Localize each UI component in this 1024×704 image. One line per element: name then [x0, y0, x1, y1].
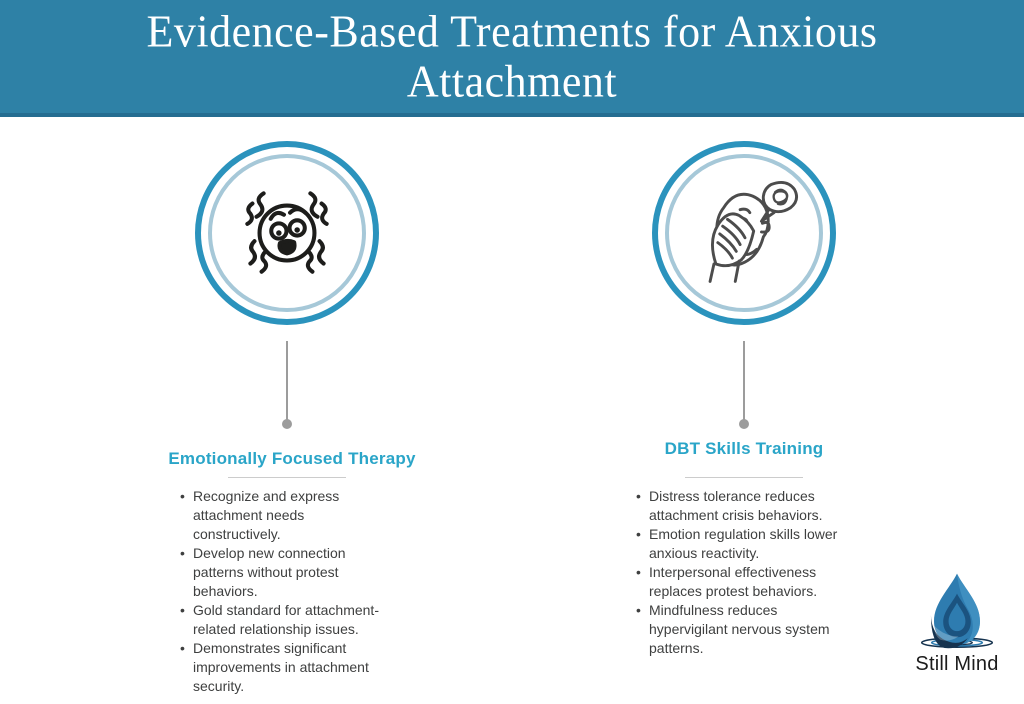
left-connector-dot	[282, 419, 292, 429]
right-connector-dot	[739, 419, 749, 429]
bullet-item: Mindfulness reduces hypervigilant nervou…	[635, 601, 849, 658]
bullet-item: Gold standard for attachment-related rel…	[179, 601, 393, 639]
left-icon-ring	[208, 154, 366, 312]
bullet-item: Distress tolerance reduces attachment cr…	[635, 487, 849, 525]
page-title: Evidence-Based Treatments for Anxious At…	[146, 5, 878, 107]
bullet-item: Demonstrates significant improvements in…	[179, 639, 393, 696]
water-drop-logo	[896, 572, 1018, 652]
left-column-heading: Emotionally Focused Therapy	[168, 449, 416, 468]
left-icon-badge	[195, 141, 379, 325]
right-connector-line	[743, 341, 745, 420]
left-connector-line	[286, 341, 288, 420]
anxious-face-icon	[226, 170, 348, 297]
bullet-item: Develop new connection patterns without …	[179, 544, 393, 601]
right-column-heading: DBT Skills Training	[664, 439, 824, 458]
right-bullet-list: Distress tolerance reduces attachment cr…	[635, 487, 849, 658]
bullet-item: Interpersonal effectiveness replaces pro…	[635, 563, 849, 601]
distressed-person-icon	[681, 172, 807, 295]
bullet-item: Recognize and express attachment needs c…	[179, 487, 393, 544]
bullet-item: Emotion regulation skills lower anxious …	[635, 525, 849, 563]
brand-name: Still Mind	[915, 653, 999, 675]
left-heading-divider	[228, 477, 346, 478]
header-banner: Evidence-Based Treatments for Anxious At…	[0, 0, 1024, 117]
right-icon-ring	[665, 154, 823, 312]
right-icon-badge	[652, 141, 836, 325]
brand-logo: Still Mind	[896, 572, 1018, 676]
right-heading-divider	[685, 477, 803, 478]
left-bullet-list: Recognize and express attachment needs c…	[179, 487, 393, 696]
